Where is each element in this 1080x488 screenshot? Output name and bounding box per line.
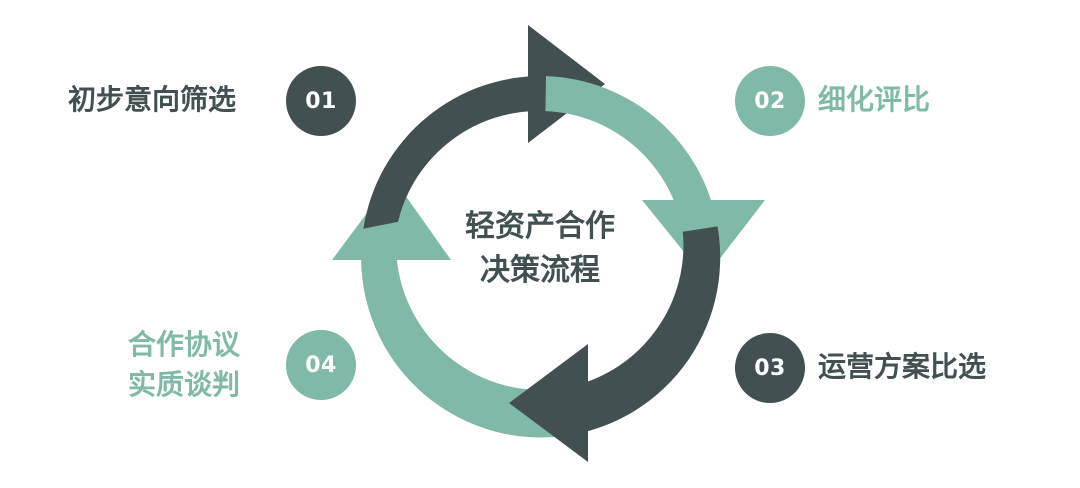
step-04-number: 04 (305, 352, 337, 378)
step-01-badge: 01 (286, 66, 356, 136)
arrow-03-head (509, 344, 588, 462)
arrow-02-arc (545, 76, 718, 232)
step-03-number: 03 (754, 355, 786, 381)
center-title-line2: 决策流程 (480, 253, 600, 288)
step-04-label: 合作协议 实质谈判 (128, 325, 240, 405)
step-03-badge: 03 (735, 333, 805, 403)
step-01-label: 初步意向筛选 (68, 83, 237, 116)
step-02-number: 02 (754, 88, 786, 114)
step-02-label: 细化评比 (818, 83, 931, 116)
step-03-label: 运营方案比选 (818, 350, 987, 383)
step-04-label-line1: 合作协议 (128, 328, 241, 361)
step-02-badge: 02 (735, 66, 805, 136)
step-01-number: 01 (305, 88, 337, 114)
center-title-line1: 轻资产合作 (465, 209, 615, 244)
step-04-label-line2: 实质谈判 (128, 368, 241, 401)
step-04-badge: 04 (286, 330, 356, 400)
arrow-01-arc (363, 76, 546, 229)
arrow-03-arc (553, 226, 721, 437)
center-title: 轻资产合作 决策流程 (440, 205, 640, 293)
